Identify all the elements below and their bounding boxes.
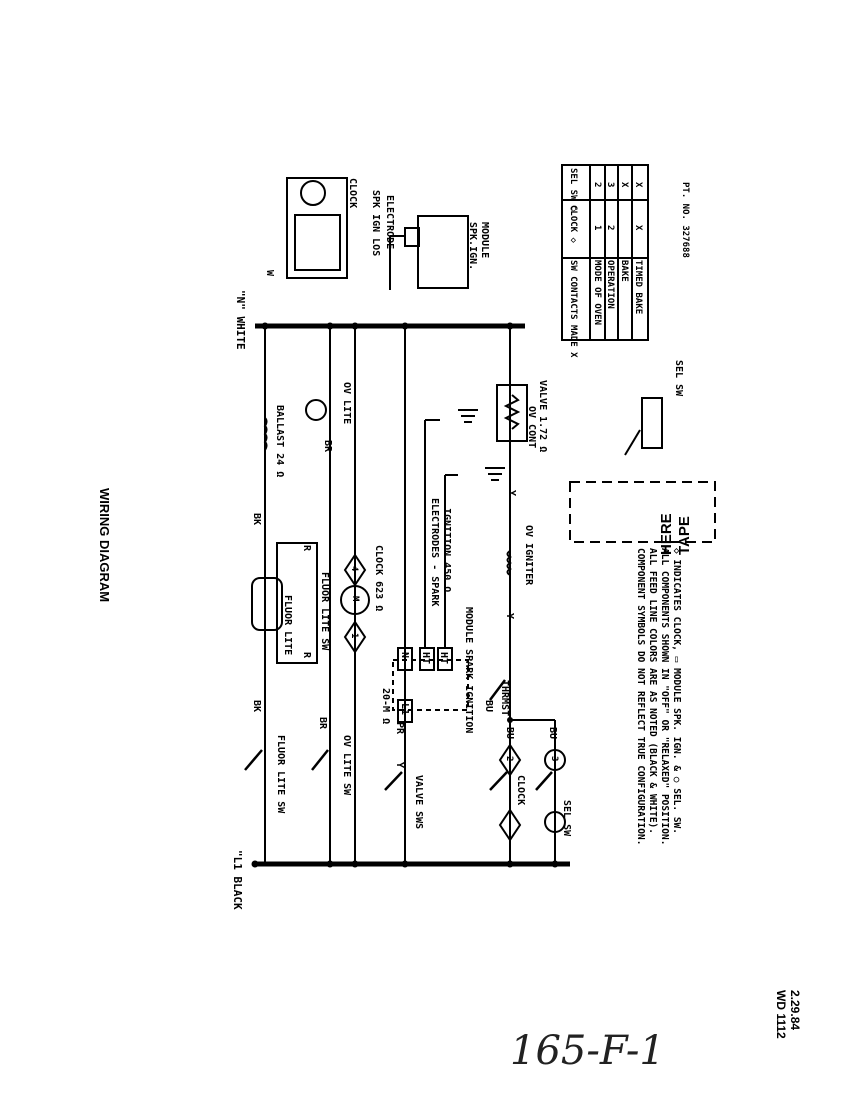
n-rail-label: "N" WHITE — [234, 290, 247, 350]
electrode-inset-label: ELECTRODE — [384, 195, 395, 250]
table-row-1-label: OPERATION — [605, 260, 615, 309]
table-row-3-clock: X — [633, 225, 643, 231]
terminal-n: N — [399, 652, 410, 659]
ov-lite-label: OV LITE — [341, 382, 352, 425]
ballast-label: BALLAST 24 Ω — [274, 405, 285, 478]
sel-sw-label: SEL SW — [561, 800, 572, 837]
wire-bk-2: BK — [251, 513, 262, 526]
wire-br-1: BR — [317, 717, 328, 730]
electrode-inset-label-2: SPK IGN LOS — [370, 190, 381, 257]
note-2: ALL FEED LINE COLORS ARE AS NOTED (BLACK… — [647, 548, 658, 834]
table-row-1-clock: 2 — [605, 225, 615, 231]
terminal-ht-2: HT — [438, 652, 449, 665]
ov-cont-label: OV CONT — [526, 406, 537, 449]
wire-bu-1: BU — [483, 700, 494, 713]
wire-br-2: BR — [322, 440, 333, 453]
wire-pr: PR — [394, 722, 405, 735]
table-row-2-label: BAKE — [619, 260, 629, 282]
handwritten-note: 165-F-1 — [510, 1028, 665, 1074]
table-row-3-sel: X — [633, 182, 643, 188]
fluor-lite-sw-label: FLUOR LITE SW — [275, 735, 286, 814]
table-row-0-sel: 2 — [592, 182, 602, 188]
valve-ohm-label: VALVE 1.72 Ω — [537, 380, 548, 453]
wire-w: W — [264, 270, 275, 277]
electrodes-label: ELECTRODES - SPARK — [429, 498, 440, 607]
wire-y-1: Y — [394, 762, 405, 769]
part-number: PT. NO. 327688 — [680, 182, 690, 258]
sel-sw-inset-label: SEL SW — [673, 360, 684, 397]
wire-bu-3: BU — [547, 727, 558, 740]
table-row-0-label: MODE OF OVEN — [592, 260, 602, 326]
wire-bk-1: BK — [251, 700, 262, 713]
ignition-ohm-label: IGNITION 450 Ω — [441, 508, 452, 593]
wire-bu-2: BU — [504, 727, 515, 740]
terminal-one: 1 — [349, 633, 359, 639]
terminal-four: 4 — [349, 566, 359, 572]
terminal-ht-1: HT — [420, 652, 431, 665]
note-4: ◇ INDICATES CLOCK, ▭ MODULE SPK. IGN. & … — [671, 548, 682, 834]
valve-sws-label: VALVE SWS — [413, 775, 424, 830]
terminal-three: 3 — [549, 756, 559, 762]
fluor-lite-sw2-label: FLUOR LITE SW — [319, 572, 330, 651]
terminal-m: M — [350, 596, 360, 602]
note-1: COMPONENT SYMBOLS DO NOT REFLECT TRUE CO… — [635, 548, 646, 846]
module-label: MODULE SPARK IGNITION — [463, 607, 474, 734]
ov-lite-sw-label: OV LITE SW — [341, 735, 352, 796]
table-row-1-sel: 3 — [605, 182, 615, 188]
fluor-lite-label: FLUOR LITE — [282, 595, 293, 656]
thrmst-label: THRMST — [499, 680, 510, 717]
note-3: ALL COMPONENTS SHOWN IN "OFF" OR "RELAXE… — [659, 548, 670, 846]
resistor-label: 20-M Ω — [380, 688, 391, 725]
table-row-2-sel: X — [619, 182, 629, 188]
l1-rail-label: "L1 BLACK — [231, 850, 244, 910]
module-inset-label-2: SPK.IGN. — [467, 222, 478, 271]
terminal-l1: L1 — [399, 703, 410, 716]
wire-r-2: R — [301, 652, 312, 659]
wire-y-2: Y — [504, 613, 515, 620]
table-header-sw-contacts: SW CONTACTS MADE X — [568, 260, 578, 358]
table-header-sel-sw: SEL SW ○ — [568, 168, 578, 212]
module-inset-label: MODULE — [479, 222, 490, 259]
wire-y-3: Y — [506, 490, 517, 497]
clock-motor-label: CLOCK 623 Ω — [373, 545, 384, 612]
table-row-3-label: TIMED BAKE — [633, 260, 643, 315]
clock-inset-label: CLOCK — [347, 178, 358, 209]
table-row-0-clock: 1 — [592, 225, 602, 231]
clock-switch-label: CLOCK — [515, 775, 526, 806]
terminal-two: 2 — [504, 756, 514, 762]
ov-igniter-label: OV IGNITER — [523, 525, 534, 586]
wire-r-1: R — [301, 545, 312, 552]
